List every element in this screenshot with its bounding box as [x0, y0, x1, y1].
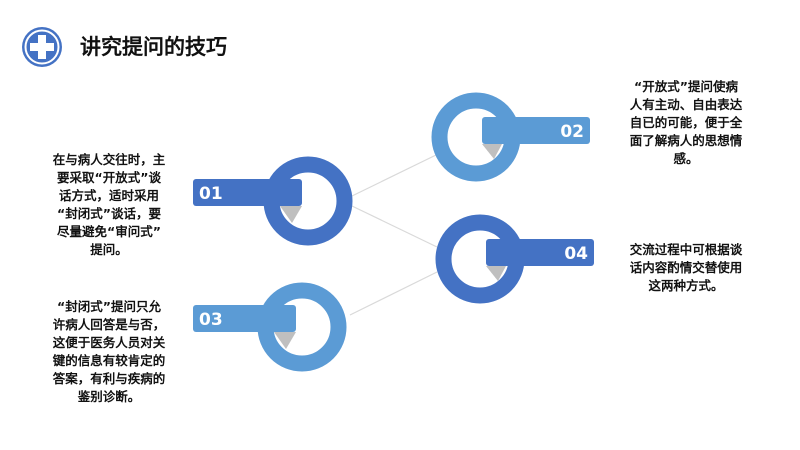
- node-03: 03: [193, 282, 347, 372]
- item-03-text: “封闭式”提问只允 许病人回答是与否， 这便于医务人员对关 键的信息有较肯定的 …: [44, 298, 174, 406]
- text-line: 交流过程中可根据谈: [629, 242, 743, 257]
- text-line: 这便于医务人员对关: [52, 335, 166, 350]
- item-number: 04: [564, 244, 588, 264]
- connector-03-04: [349, 271, 438, 316]
- item-04-text: 交流过程中可根据谈 话内容酌情交替使用 这两种方式。: [621, 241, 751, 295]
- text-line: 人有主动、自由表达: [629, 97, 743, 112]
- text-line: 答案，有利与疾病的: [52, 371, 166, 386]
- text-line: 提问。: [90, 242, 128, 257]
- text-line: “封闭式”谈话，要: [57, 206, 161, 221]
- text-line: 尽量避免“审问式”: [57, 224, 161, 239]
- text-line: 话内容酌情交替使用: [629, 260, 743, 275]
- text-line: 话方式，适时采用: [58, 188, 159, 203]
- medical-plus-icon: [22, 27, 62, 67]
- text-line: 要采取“开放式”谈: [57, 170, 161, 185]
- text-line: 面了解病人的思想情: [629, 133, 743, 148]
- wedge: [280, 206, 302, 223]
- text-line: 鉴别诊断。: [77, 389, 141, 404]
- wedge: [482, 144, 502, 159]
- item-01-text: 在与病人交往时，主 要采取“开放式”谈 话方式，适时采用 “封闭式”谈话，要 尽…: [44, 151, 174, 259]
- connector-01-04: [351, 205, 438, 248]
- node-01: 01: [193, 156, 353, 246]
- connector-01-02: [351, 154, 437, 197]
- wedge: [486, 266, 506, 281]
- text-line: 这两种方式。: [648, 278, 724, 293]
- item-number: 03: [199, 310, 223, 330]
- item-number: 01: [199, 184, 223, 204]
- text-line: 键的信息有较肯定的: [52, 353, 166, 368]
- number-bar: [193, 179, 302, 206]
- wedge: [274, 332, 296, 349]
- text-line: 自已的可能，便于全: [629, 115, 743, 130]
- connector-lines: [349, 154, 438, 316]
- number-bar: [486, 239, 594, 266]
- item-02-text: “开放式”提问使病 人有主动、自由表达 自已的可能，便于全 面了解病人的思想情 …: [621, 78, 751, 168]
- text-line: 在与病人交往时，主: [52, 152, 166, 167]
- number-bar: [482, 117, 590, 144]
- text-line: “开放式”提问使病: [634, 79, 738, 94]
- node-04: 04: [435, 214, 594, 304]
- item-number: 02: [560, 122, 584, 142]
- page-title: 讲究提问的技巧: [80, 35, 227, 59]
- node-02: 02: [431, 92, 590, 182]
- number-bar: [193, 305, 296, 332]
- text-line: 许病人回答是与否，: [52, 317, 166, 332]
- text-line: “封闭式”提问只允: [57, 299, 161, 314]
- text-line: 感。: [673, 151, 699, 166]
